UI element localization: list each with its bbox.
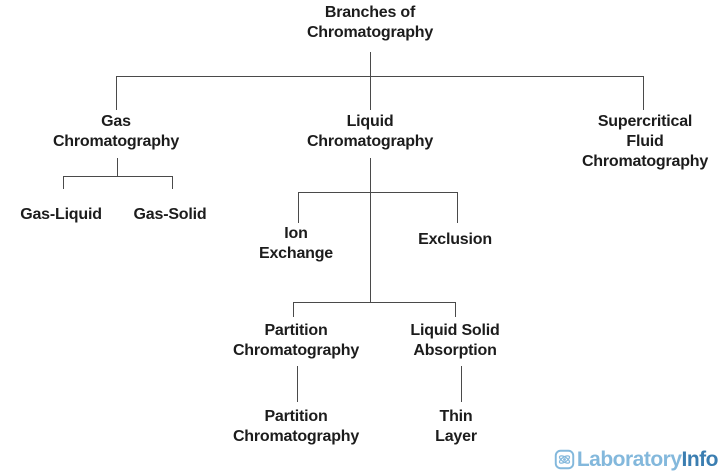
atom-badge-icon — [554, 449, 575, 470]
node-liquid-solid-absorption: Liquid Solid Absorption — [410, 322, 500, 359]
node-supercritical-fluid: Supercritical Fluid Chromatography — [581, 113, 709, 170]
node-partition-chromatography: Partition Chromatography — [232, 322, 360, 359]
connector-partition-child-stem — [297, 366, 298, 402]
logo-text-info: Info — [681, 448, 719, 471]
connector-to-liquid — [370, 76, 371, 110]
connector-to-supercritical — [643, 76, 644, 110]
node-gas-chromatography: Gas Chromatography — [52, 113, 180, 150]
connector-gas-spine — [63, 176, 173, 177]
connector-main-spine — [116, 76, 643, 77]
connector-liquid-spine-1 — [298, 192, 457, 193]
node-gas-solid: Gas-Solid — [133, 206, 207, 223]
node-partition-chromatography-child: Partition Chromatography — [232, 408, 360, 445]
connector-to-gas — [116, 76, 117, 110]
connector-to-gas-liquid — [63, 176, 64, 189]
node-thin-layer: Thin Layer — [435, 408, 477, 445]
connector-title-stem — [370, 52, 371, 76]
connector-to-partition — [293, 302, 294, 317]
connector-to-liquid-solid — [455, 302, 456, 317]
logo-text-laboratory: Laboratory — [576, 448, 682, 471]
connector-liquid-stem — [370, 158, 371, 302]
node-ion-exchange: Ion Exchange — [259, 225, 333, 262]
connector-gas-stem — [117, 158, 118, 176]
node-branches-of-chromatography: Branches of Chromatography — [306, 4, 434, 41]
connector-to-gas-solid — [172, 176, 173, 189]
connector-thin-layer-stem — [461, 366, 462, 402]
connector-to-ion-exchange — [298, 192, 299, 223]
node-exclusion: Exclusion — [418, 231, 492, 248]
node-liquid-chromatography: Liquid Chromatography — [306, 113, 434, 150]
node-gas-liquid: Gas-Liquid — [20, 206, 102, 223]
connector-liquid-spine-2 — [293, 302, 455, 303]
logo-text: LaboratoryInfo — [576, 448, 719, 471]
laboratoryinfo-logo: LaboratoryInfo — [554, 448, 719, 471]
connector-to-exclusion — [457, 192, 458, 223]
